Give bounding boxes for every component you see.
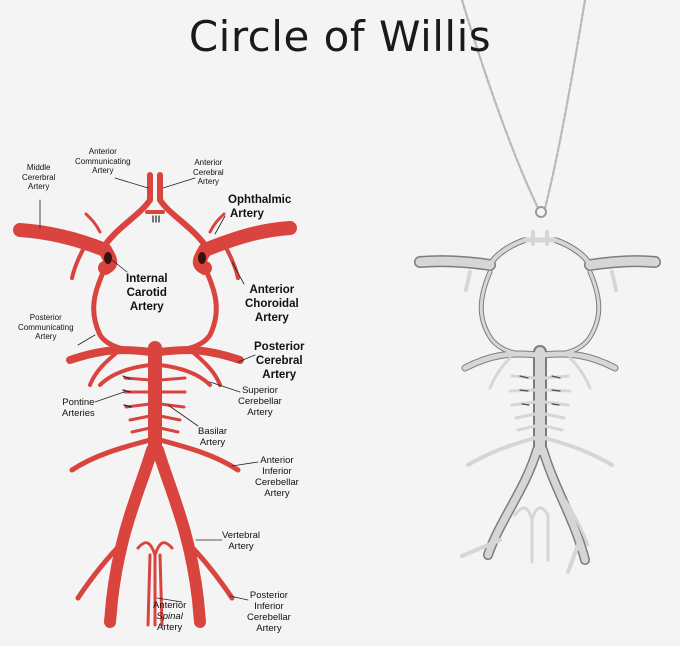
- pendant-illustration: [414, 0, 661, 574]
- vertebral-artery-left: [104, 444, 158, 628]
- posterior-cerebral-right: [156, 346, 244, 364]
- aica-right: [157, 437, 241, 473]
- posterior-cerebral-left: [66, 346, 154, 364]
- anterior-spinal-artery: [136, 541, 174, 627]
- superior-cerebellar-right: [158, 363, 212, 387]
- pica-right: [182, 537, 235, 601]
- necklace-chain: [460, 0, 587, 210]
- ophthalmic-left: [84, 212, 102, 234]
- carotid-opening-left: [104, 252, 112, 264]
- anterior-choroidal-right: [220, 238, 240, 280]
- superior-cerebellar-left: [98, 363, 152, 387]
- vertebral-artery-right: [152, 444, 206, 628]
- anterior-cerebral-artery-right: [157, 172, 208, 248]
- anterior-cerebral-artery-left: [102, 172, 153, 248]
- middle-cerebral-artery-left: [13, 223, 112, 257]
- page-title: Circle of Willis: [188, 12, 492, 61]
- middle-cerebral-artery-right: [198, 221, 297, 257]
- pica-left: [75, 537, 128, 601]
- carotid-opening-right: [198, 252, 206, 264]
- artery-diagram: [13, 172, 297, 628]
- ophthalmic-right: [208, 212, 226, 234]
- aica-left: [69, 437, 153, 473]
- posterior-communicating-right: [157, 265, 219, 354]
- anterior-choroidal-left: [70, 238, 90, 280]
